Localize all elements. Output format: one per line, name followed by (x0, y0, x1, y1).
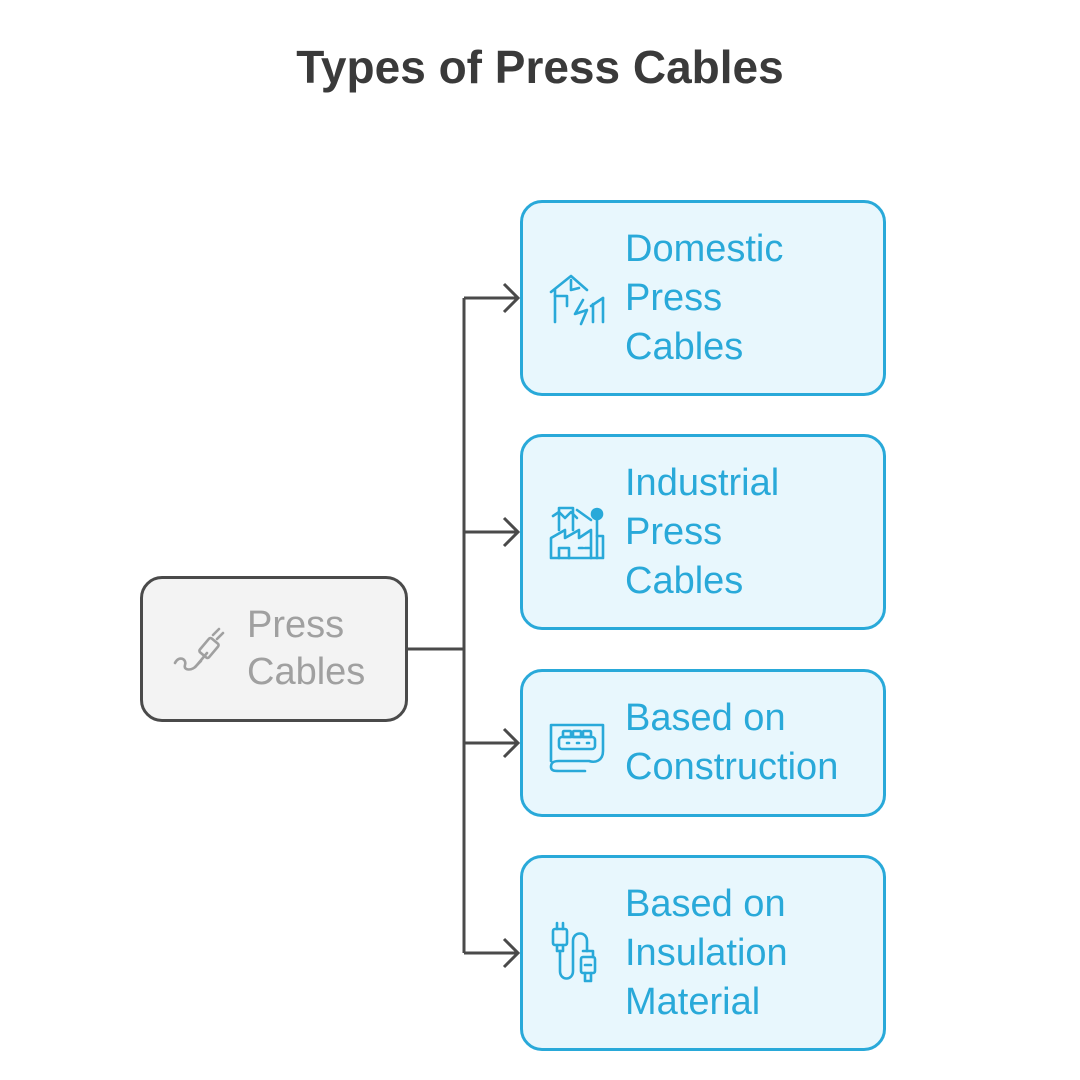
cable-construction-icon (549, 723, 605, 773)
connector-arrow-insulation (464, 937, 521, 969)
node-industrial-press-cables: Industrial Press Cables (520, 434, 886, 630)
root-label-line: Cables (247, 651, 366, 693)
root-node-press-cables: Press Cables (140, 576, 408, 722)
connector-arrow-domestic (464, 282, 521, 314)
root-label-line: Press (247, 604, 345, 646)
connector-arrow-industrial (464, 516, 521, 548)
child-label-line: Domestic (625, 227, 784, 270)
child-label-line: Based on (625, 697, 786, 739)
node-based-on-construction: Based on Construction (520, 669, 886, 817)
connector-arrow-construction (464, 727, 521, 759)
child-label-line: Cables (625, 325, 744, 368)
child-label-line: Based on (625, 882, 786, 925)
factory-icon (549, 506, 605, 560)
cable-connectors-icon (551, 921, 597, 983)
child-label-line: Industrial (625, 461, 780, 504)
child-label-line: Insulation (625, 931, 788, 974)
house-lightning-icon (549, 274, 605, 326)
node-based-on-insulation-material: Based on Insulation Material (520, 855, 886, 1051)
child-label-line: Press (625, 510, 723, 553)
child-label-line: Cables (625, 559, 744, 602)
diagram-title: Types of Press Cables (296, 41, 784, 93)
child-label-line: Material (625, 980, 761, 1023)
node-domestic-press-cables: Domestic Press Cables (520, 200, 886, 396)
child-label-line: Press (625, 276, 723, 319)
child-label-line: Construction (625, 746, 839, 788)
cable-plug-icon (173, 627, 225, 671)
